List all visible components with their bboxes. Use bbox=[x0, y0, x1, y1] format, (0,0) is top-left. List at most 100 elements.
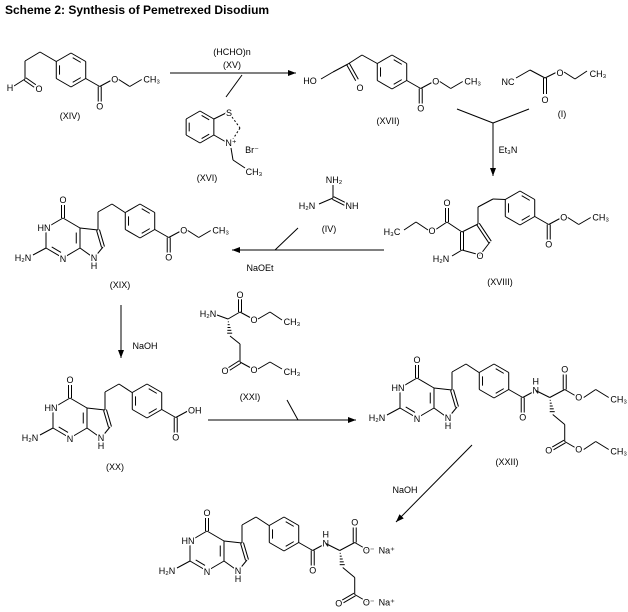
atom-label: O bbox=[541, 95, 548, 105]
bond bbox=[595, 441, 609, 450]
bond bbox=[187, 230, 199, 238]
bond bbox=[465, 363, 480, 373]
reagent-label: NaOH bbox=[392, 485, 417, 495]
bond bbox=[544, 71, 558, 79]
bond bbox=[461, 223, 479, 233]
arrowhead bbox=[288, 70, 296, 76]
double-bond bbox=[346, 64, 357, 81]
bond bbox=[79, 227, 99, 231]
bond bbox=[13, 78, 26, 87]
methyl-label: CH₃ bbox=[246, 167, 263, 177]
atom-label: O bbox=[221, 366, 228, 376]
atom-label: N bbox=[98, 433, 105, 443]
bond bbox=[451, 249, 463, 257]
aromatic-bond bbox=[393, 79, 403, 85]
bond bbox=[320, 71, 334, 80]
double-bond bbox=[341, 592, 355, 601]
bond bbox=[529, 69, 546, 79]
atom-label: O bbox=[560, 213, 567, 223]
ring-bond bbox=[199, 110, 215, 120]
atom-label: O bbox=[356, 83, 363, 93]
aromatic-bond bbox=[521, 195, 531, 201]
compound-label: (XXI) bbox=[240, 392, 261, 402]
double-bond bbox=[98, 229, 105, 247]
double-bond bbox=[242, 542, 249, 560]
bond bbox=[415, 221, 429, 231]
aromatic-bond bbox=[393, 59, 403, 65]
compound-label: (I) bbox=[558, 109, 567, 119]
bond bbox=[535, 390, 550, 398]
bond bbox=[548, 217, 562, 225]
atom-label: N bbox=[91, 253, 98, 263]
bond bbox=[232, 159, 246, 169]
methyl-label: CH₃ bbox=[592, 213, 609, 223]
bond bbox=[563, 71, 576, 80]
double-bond bbox=[553, 442, 566, 451]
atom-label: H bbox=[445, 421, 452, 431]
atom-label: H₂N bbox=[369, 413, 386, 423]
bond bbox=[100, 426, 111, 439]
arrowhead bbox=[232, 247, 240, 253]
reagent-label: NaOH bbox=[132, 341, 157, 351]
compound-label: (XVIII) bbox=[487, 277, 513, 287]
bond bbox=[439, 81, 451, 89]
ring-bond bbox=[185, 134, 201, 144]
compound-label: (IV) bbox=[322, 224, 337, 234]
atom-label: O bbox=[519, 413, 526, 423]
bond bbox=[257, 311, 271, 320]
ring-bond bbox=[69, 397, 88, 409]
converging-line bbox=[492, 108, 530, 124]
double-bond bbox=[332, 198, 345, 206]
ring-bond bbox=[377, 54, 393, 64]
atom-label: O bbox=[432, 77, 439, 87]
arrowhead bbox=[490, 168, 496, 176]
bond bbox=[231, 116, 241, 129]
ring-bond bbox=[125, 203, 141, 213]
bond bbox=[213, 112, 227, 120]
ring-bond bbox=[70, 52, 86, 62]
bond bbox=[255, 516, 270, 526]
atom-label: O bbox=[309, 566, 316, 576]
aromatic-bond bbox=[72, 77, 82, 83]
bond bbox=[86, 427, 102, 439]
compound-label: (XX) bbox=[106, 462, 124, 472]
compound-label: (XVII) bbox=[376, 116, 399, 126]
atom-label: O bbox=[66, 375, 73, 385]
atom-label: O bbox=[111, 75, 118, 85]
methyl-label: CH₃ bbox=[284, 367, 301, 377]
bond bbox=[269, 311, 283, 321]
atom-label: NH₂ bbox=[326, 175, 343, 185]
ring-bond bbox=[56, 78, 72, 88]
aromatic-bond bbox=[495, 388, 505, 394]
double-bond bbox=[476, 224, 490, 244]
compound-label: (XXII) bbox=[495, 457, 518, 467]
atom-label: O bbox=[165, 253, 172, 263]
aromatic-bond bbox=[285, 521, 295, 527]
converging-line bbox=[456, 108, 494, 124]
bond bbox=[332, 63, 349, 73]
methyl-label: CH₃ bbox=[590, 69, 607, 79]
arrowhead bbox=[348, 417, 356, 423]
bond bbox=[406, 80, 421, 89]
bond bbox=[24, 51, 41, 62]
atom-label: OH bbox=[188, 406, 202, 416]
ring-bond bbox=[505, 216, 521, 226]
ring-bond bbox=[132, 383, 148, 393]
atom-label: NH bbox=[346, 201, 359, 211]
ring-bond bbox=[45, 217, 64, 229]
ring-bond bbox=[146, 383, 162, 393]
atom-label: H bbox=[532, 377, 539, 387]
bond bbox=[434, 221, 448, 231]
atom-label: H bbox=[235, 574, 242, 584]
ring-bond bbox=[185, 110, 201, 120]
double-bond bbox=[105, 409, 112, 427]
bond bbox=[129, 79, 142, 87]
atom-label: N bbox=[60, 254, 67, 264]
bond bbox=[564, 441, 577, 449]
ring-bond bbox=[189, 530, 208, 542]
ring-bond bbox=[139, 229, 155, 239]
atom-label: H₃C bbox=[384, 227, 401, 237]
bond bbox=[198, 230, 211, 238]
bond bbox=[386, 407, 401, 416]
